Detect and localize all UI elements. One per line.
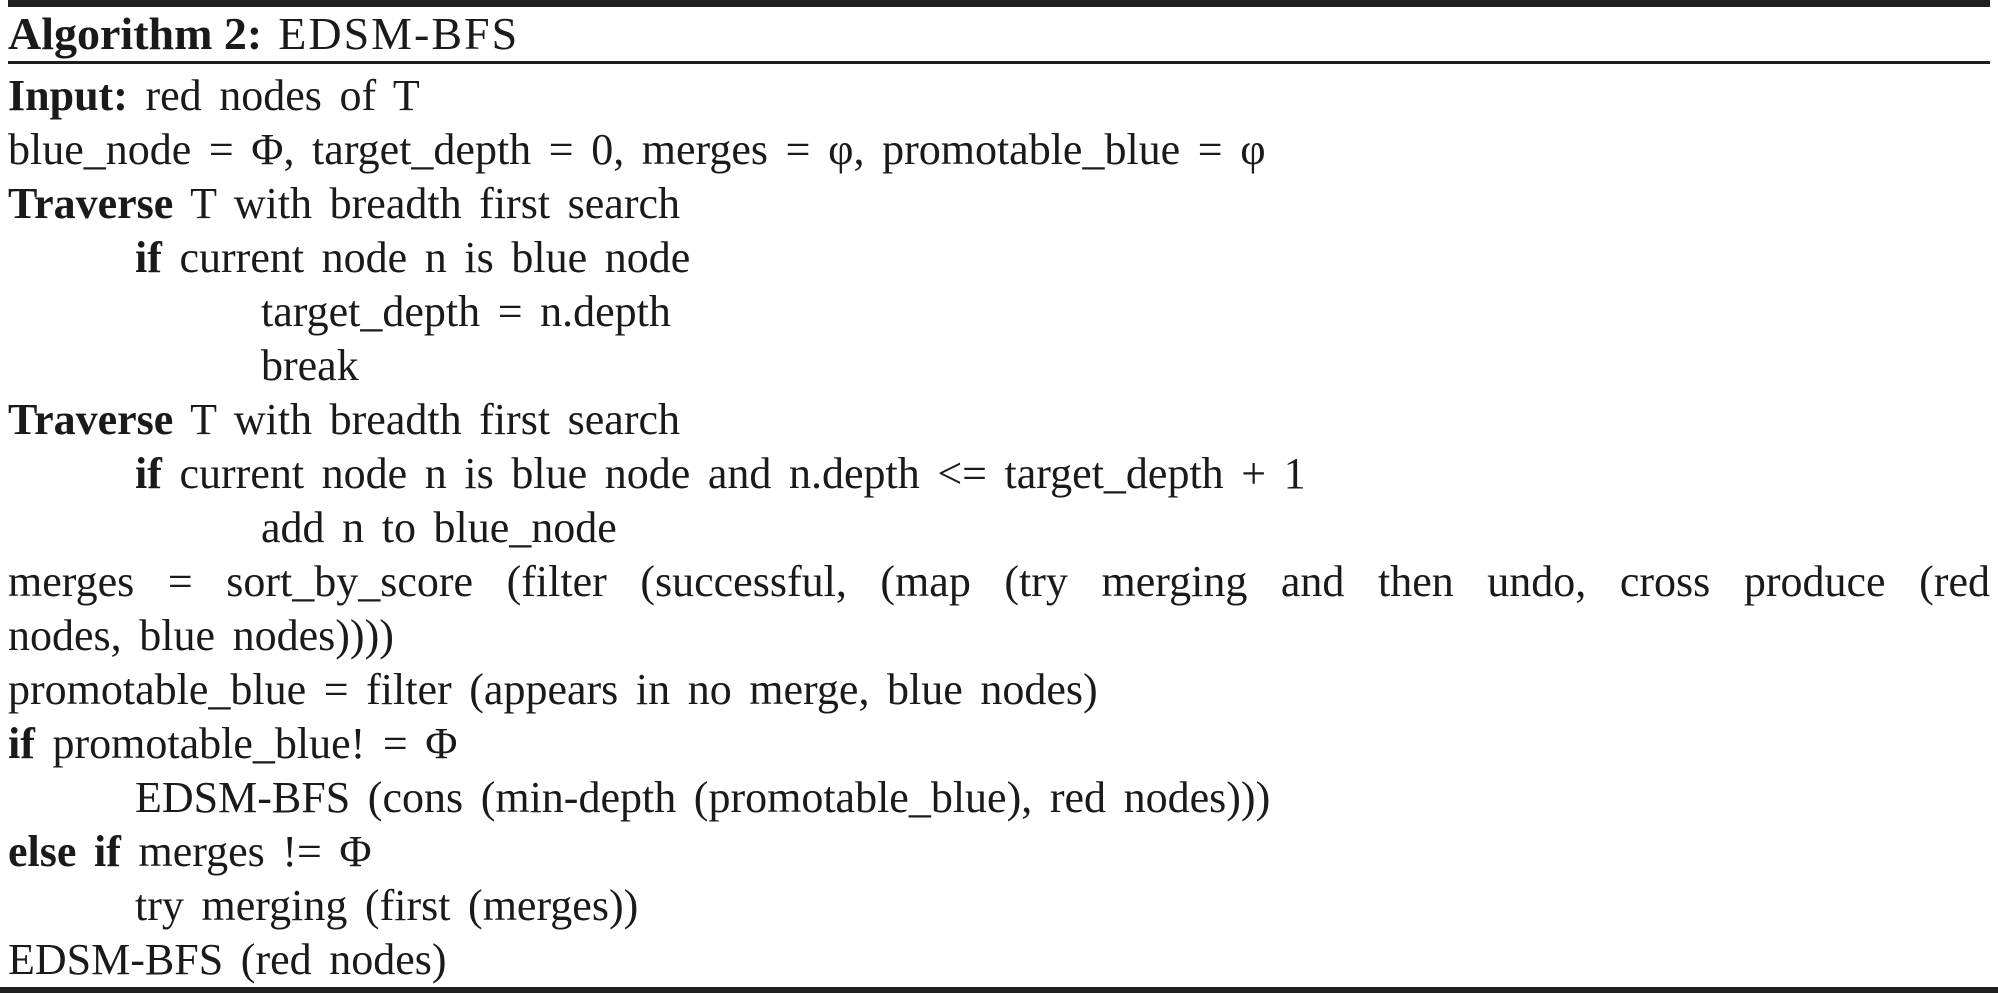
code-text: EDSM-BFS (red nodes) [8, 935, 447, 984]
code-line: add n to blue_node [8, 501, 1990, 555]
code-line: target_depth = n.depth [8, 285, 1990, 339]
keyword: Input: [8, 71, 128, 120]
keyword: else if [8, 827, 121, 876]
code-text: nodes, blue nodes)))) [8, 611, 394, 660]
code-text: T with breadth first search [173, 179, 681, 228]
bottom-rule [0, 987, 1998, 993]
algorithm-title: Algorithm 2: EDSM-BFS [8, 9, 1990, 59]
code-text: red nodes of T [127, 71, 420, 120]
code-text: try merging (first (merges)) [135, 881, 639, 930]
code-line: EDSM-BFS (cons (min-depth (promotable_bl… [8, 771, 1990, 825]
code-line: nodes, blue nodes)))) [8, 609, 1990, 663]
code-line: try merging (first (merges)) [8, 879, 1990, 933]
code-line: if current node n is blue node [8, 231, 1990, 285]
code-line: promotable_blue = filter (appears in no … [8, 663, 1990, 717]
code-text: add n to blue_node [261, 503, 617, 552]
keyword: Traverse [8, 395, 174, 444]
code-line: if current node n is blue node and n.dep… [8, 447, 1990, 501]
code-line: else if merges != Φ [8, 825, 1990, 879]
code-text: promotable_blue! = Φ [34, 719, 458, 768]
top-rule [8, 0, 1990, 7]
code-line: Traverse T with breadth first search [8, 177, 1990, 231]
code-text: target_depth = n.depth [261, 287, 671, 336]
code-line: blue_node = Φ, target_depth = 0, merges … [8, 123, 1990, 177]
keyword: if [135, 449, 162, 498]
code-text: break [261, 341, 359, 390]
code-line: break [8, 339, 1990, 393]
code-text: EDSM-BFS (cons (min-depth (promotable_bl… [135, 773, 1271, 822]
code-text: T with breadth first search [173, 395, 681, 444]
keyword: Traverse [8, 179, 174, 228]
keyword: if [8, 719, 35, 768]
keyword: if [135, 233, 162, 282]
code-text: blue_node = Φ, target_depth = 0, merges … [8, 125, 1266, 174]
title-separator-rule [8, 61, 1990, 64]
code-line: merges = sort_by_score (filter (successf… [8, 555, 1990, 609]
code-line: EDSM-BFS (red nodes) [8, 933, 1990, 987]
code-text: current node n is blue node and n.depth … [161, 449, 1306, 498]
code-line: if promotable_blue! = Φ [8, 717, 1990, 771]
algorithm-title-name: EDSM-BFS [278, 8, 520, 59]
code-text: current node n is blue node [161, 233, 691, 282]
code-text: merges != Φ [120, 827, 372, 876]
code-line: Traverse T with breadth first search [8, 393, 1990, 447]
code-line: Input: red nodes of T [8, 69, 1990, 123]
code-text: promotable_blue = filter (appears in no … [8, 665, 1098, 714]
algorithm-title-label: Algorithm 2: [8, 8, 263, 59]
code-text: merges = sort_by_score (filter (successf… [8, 557, 1990, 606]
